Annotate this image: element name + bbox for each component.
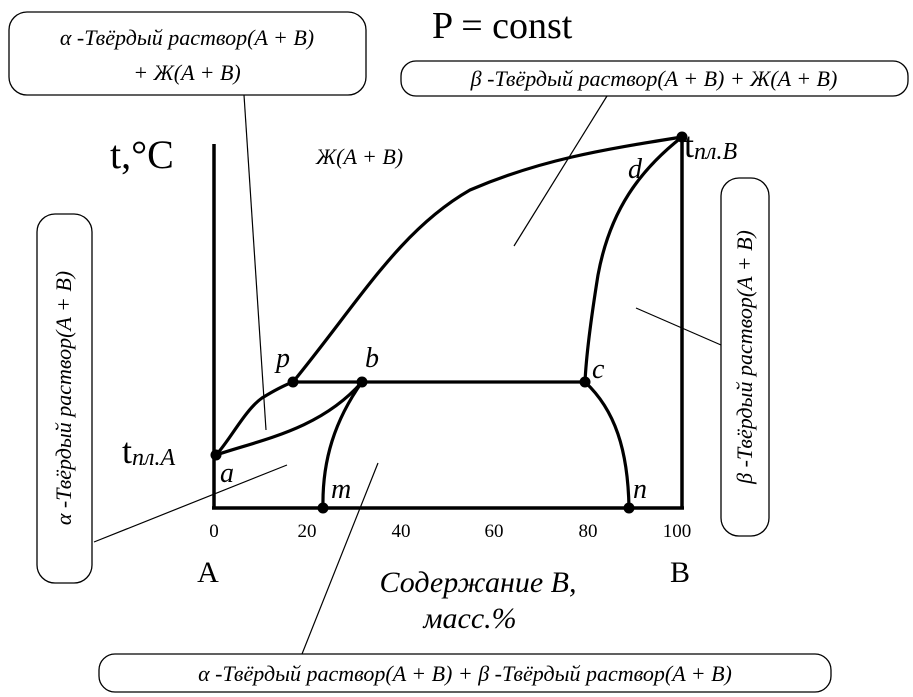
x-axis-label-line1: Содержание B, bbox=[380, 566, 577, 599]
melting-point-b: tпл.B bbox=[684, 125, 737, 165]
callout-alpha-solid: α -Твёрдый раствор(A + B) bbox=[36, 213, 93, 584]
x-tick-100: 100 bbox=[663, 521, 692, 542]
point-t-melt-a bbox=[210, 449, 222, 461]
callout-beta-liquid-text: β -Твёрдый раствор(A + B) + Ж(A + B) bbox=[470, 66, 838, 91]
point-p bbox=[287, 376, 299, 388]
label-n: n bbox=[633, 474, 647, 505]
solidus-curve-beta bbox=[583, 135, 684, 384]
leader-beta-liquid bbox=[513, 95, 608, 247]
melting-point-a-base: t bbox=[122, 431, 132, 471]
melting-point-b-sub: пл.B bbox=[694, 139, 737, 165]
melting-point-a: tпл.A bbox=[122, 431, 175, 471]
x-tick-0: 0 bbox=[209, 521, 219, 542]
diagram-title: P = const bbox=[432, 5, 573, 47]
point-c bbox=[579, 376, 591, 388]
leader-alpha-beta bbox=[301, 462, 379, 655]
y-axis-label: t,°C bbox=[110, 132, 174, 177]
point-b bbox=[356, 376, 368, 388]
callout-alpha-liquid: α -Твёрдый раствор(A + B) + Ж(A + B) bbox=[8, 11, 367, 96]
label-c: c bbox=[592, 354, 605, 385]
solidus-curve-alpha bbox=[214, 380, 364, 457]
leader-beta-solid bbox=[635, 307, 722, 346]
solvus-curve-beta bbox=[583, 380, 631, 510]
component-b-label: B bbox=[670, 556, 690, 589]
callout-beta-liquid-box bbox=[400, 60, 909, 97]
point-m bbox=[317, 502, 329, 514]
callout-alpha-liquid-line2: + Ж(A + B) bbox=[133, 60, 240, 85]
melting-point-b-base: t bbox=[684, 125, 694, 165]
diagram-points bbox=[210, 131, 688, 514]
label-b: b bbox=[365, 343, 379, 374]
label-p: p bbox=[274, 343, 290, 374]
solvus-curve-alpha bbox=[321, 380, 364, 510]
phase-curves bbox=[214, 135, 684, 510]
leader-lines bbox=[93, 94, 722, 655]
component-a-label: A bbox=[197, 556, 219, 589]
x-tick-labels: 0 20 40 60 80 100 bbox=[209, 521, 691, 542]
region-liquid-label: Ж(A + B) bbox=[315, 144, 403, 169]
callout-beta-solid: β -Твёрдый раствор(A + B) bbox=[720, 177, 770, 537]
x-tick-20: 20 bbox=[298, 521, 317, 542]
callout-alpha-beta-text: α -Твёрдый раствор(A + B) + β -Твёрдый р… bbox=[198, 661, 732, 686]
callout-beta-solid-box bbox=[720, 177, 770, 537]
callout-alpha-beta-box bbox=[98, 653, 832, 693]
callout-alpha-solid-box bbox=[36, 213, 93, 584]
label-a: a bbox=[220, 458, 234, 489]
x-tick-80: 80 bbox=[579, 521, 598, 542]
liquidus-curve-b bbox=[291, 135, 684, 384]
x-axis-label-line2: масс.% bbox=[422, 602, 516, 635]
liquidus-curve-a bbox=[214, 380, 295, 457]
melting-point-a-sub: пл.A bbox=[132, 445, 175, 471]
x-tick-40: 40 bbox=[392, 521, 411, 542]
callout-beta-liquid: β -Твёрдый раствор(A + B) + Ж(A + B) bbox=[400, 60, 909, 97]
callout-alpha-liquid-box bbox=[8, 11, 367, 96]
callout-beta-solid-text: β -Твёрдый раствор(A + B) bbox=[732, 230, 757, 485]
label-d: d bbox=[628, 154, 643, 185]
callout-alpha-liquid-line1: α -Твёрдый раствор(A + B) bbox=[60, 25, 314, 50]
point-n bbox=[623, 502, 635, 514]
leader-alpha-solid bbox=[93, 464, 288, 543]
x-tick-60: 60 bbox=[485, 521, 504, 542]
label-m: m bbox=[331, 474, 351, 505]
callout-alpha-beta: α -Твёрдый раствор(A + B) + β -Твёрдый р… bbox=[98, 653, 832, 693]
callout-alpha-solid-text: α -Твёрдый раствор(A + B) bbox=[51, 271, 76, 525]
point-d bbox=[676, 131, 688, 143]
leader-alpha-liquid bbox=[243, 94, 267, 431]
